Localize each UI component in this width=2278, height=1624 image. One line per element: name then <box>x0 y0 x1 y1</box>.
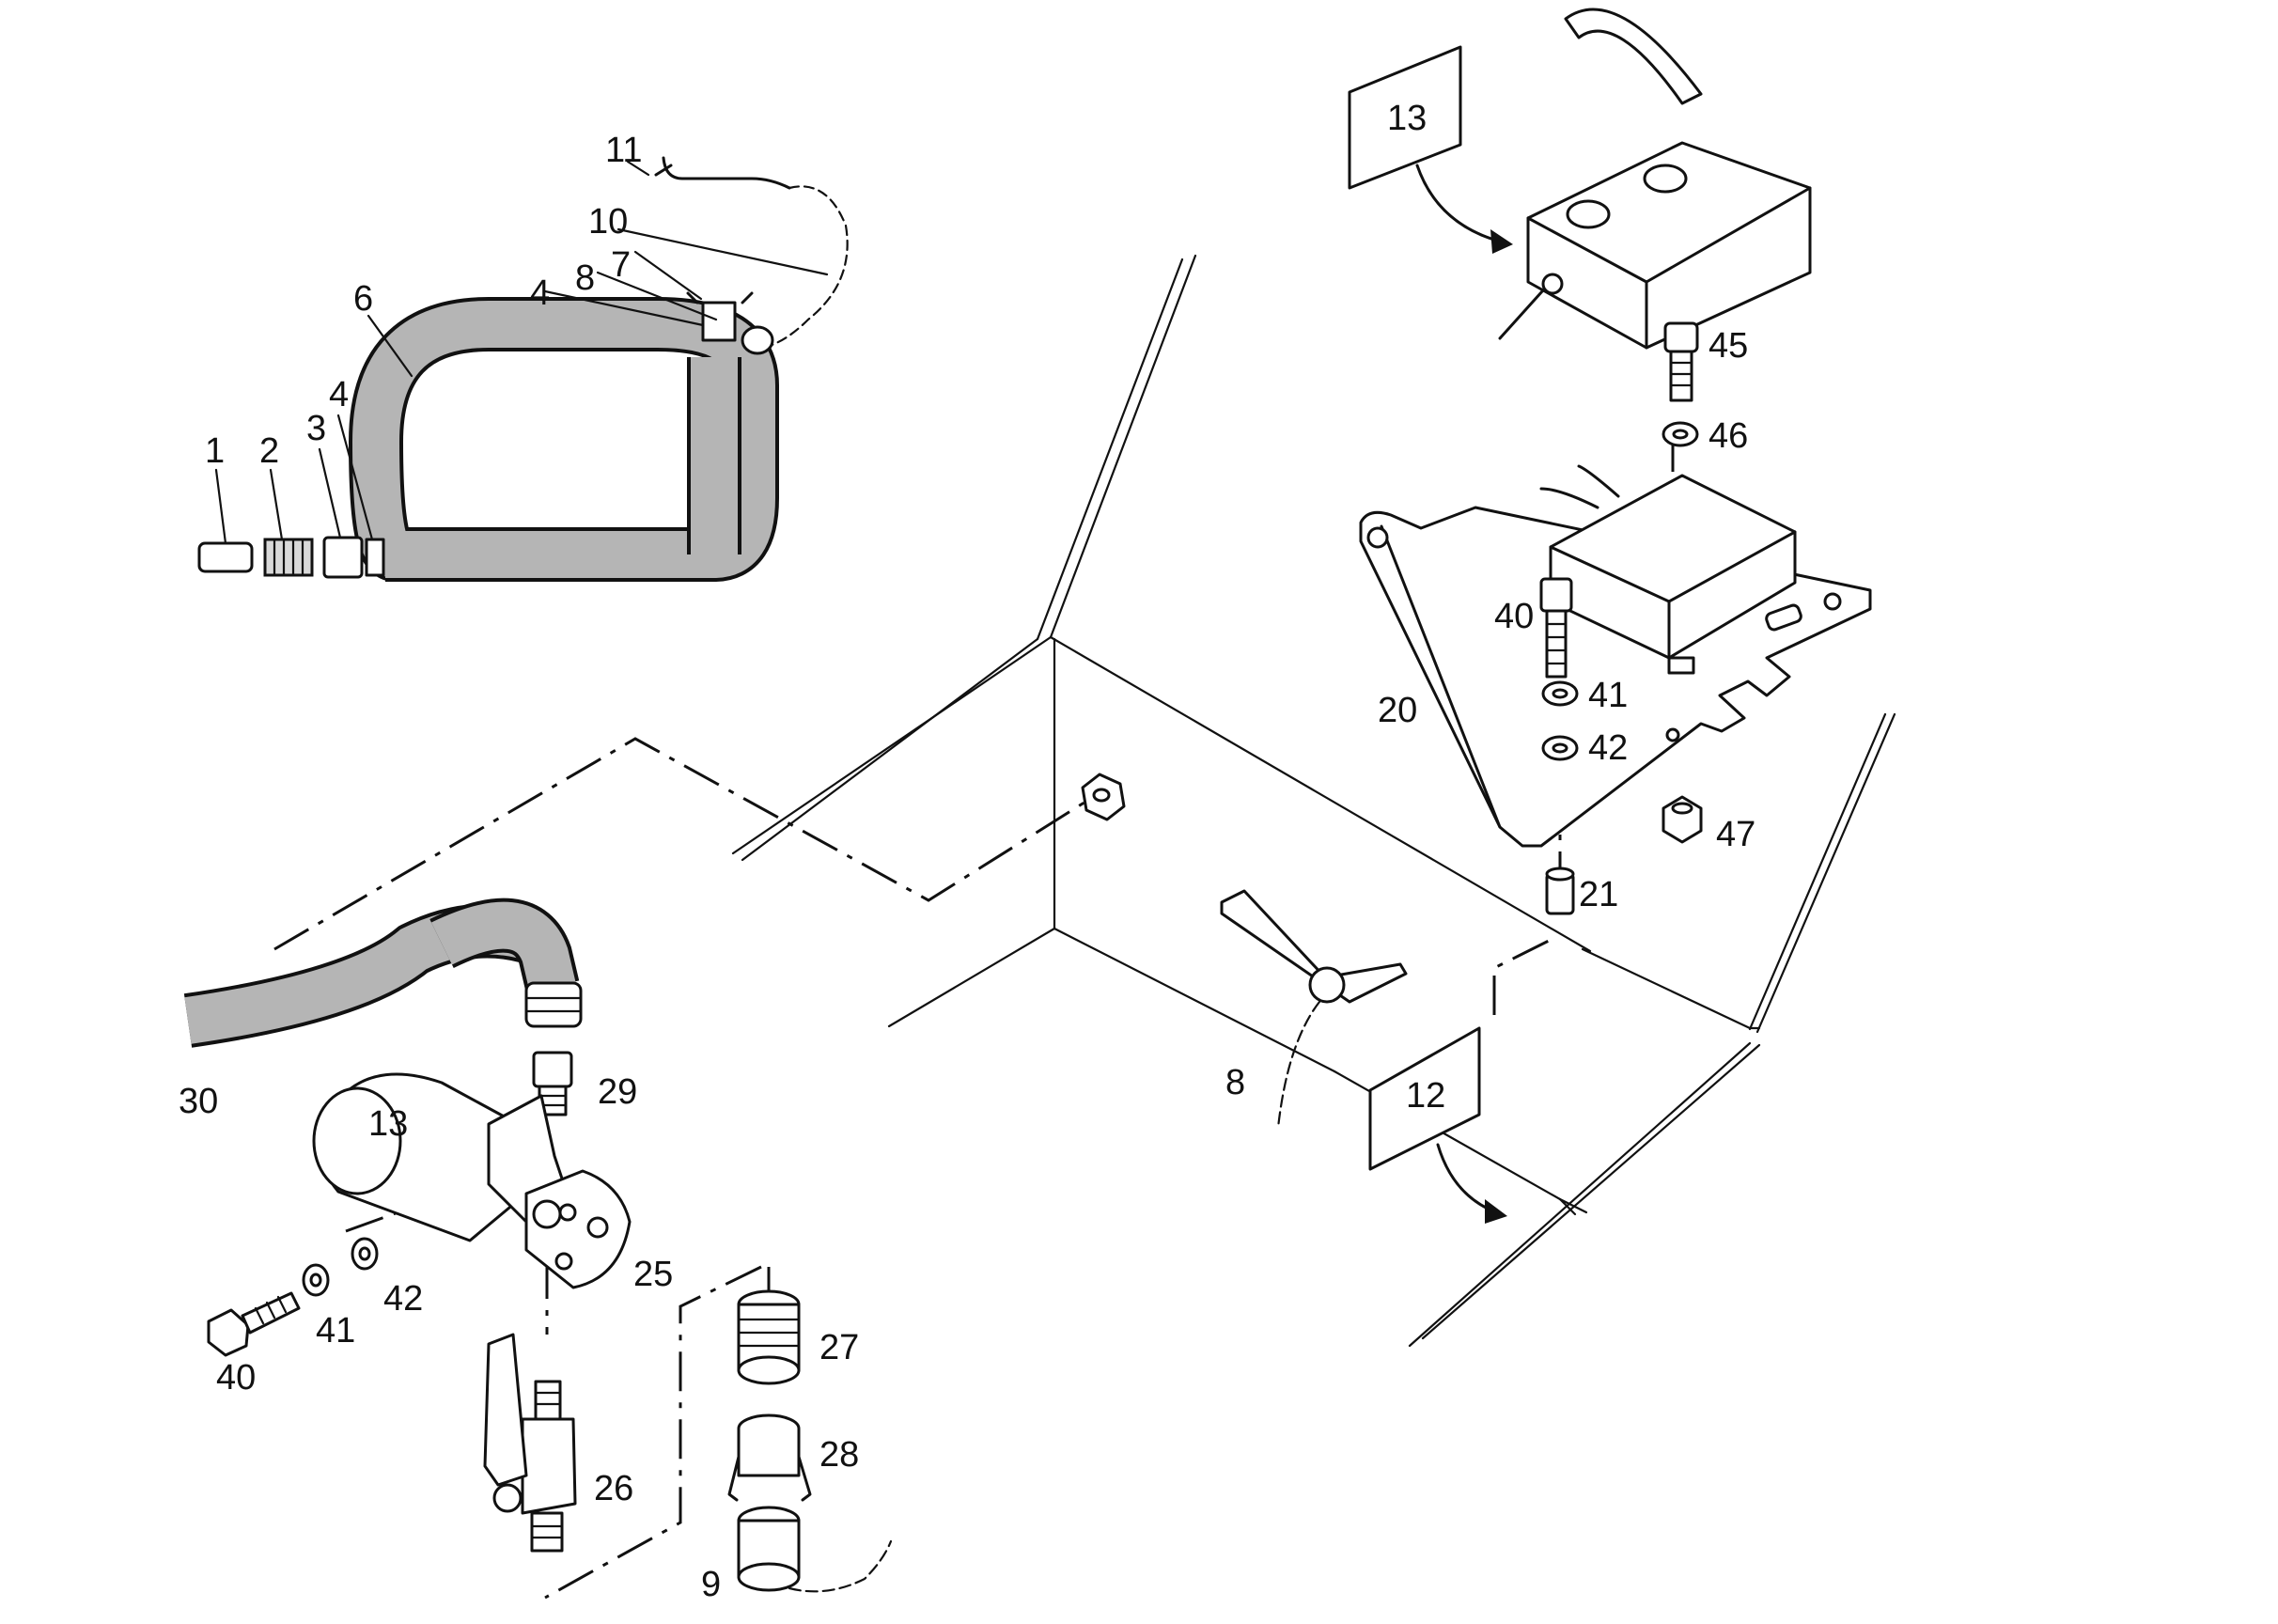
callout-41a: 41 <box>316 1311 355 1351</box>
callout-29: 29 <box>598 1072 637 1112</box>
callout-30: 30 <box>179 1082 218 1121</box>
reference-box-12: 12 <box>1368 1026 1507 1224</box>
callout-47: 47 <box>1716 815 1755 854</box>
callout-10: 10 <box>588 202 628 242</box>
callout-42a: 42 <box>383 1279 423 1319</box>
callout-8a: 8 <box>575 258 595 298</box>
electrical-box <box>1498 8 1812 350</box>
callout-25: 25 <box>633 1255 673 1294</box>
callout-40a: 40 <box>216 1358 256 1398</box>
callout-41b: 41 <box>1588 676 1628 715</box>
fitting-29 <box>532 1051 573 1116</box>
screw-45 <box>1663 321 1699 402</box>
callout-6: 6 <box>353 279 373 319</box>
cap-9 <box>737 1506 893 1593</box>
callout-1: 1 <box>205 431 225 471</box>
drain-pin-chain <box>1220 889 1408 1130</box>
callout-40b: 40 <box>1494 597 1534 636</box>
leader-lines <box>214 160 829 545</box>
callout-20: 20 <box>1378 691 1417 730</box>
callout-9: 9 <box>701 1565 721 1604</box>
callout-21: 21 <box>1579 875 1618 914</box>
callout-46: 46 <box>1708 416 1748 456</box>
ball-valve-26 <box>483 1333 577 1553</box>
tank-fitting-nut <box>1081 773 1126 821</box>
callout-4b: 4 <box>530 273 550 313</box>
reference-box-13-top: 13 <box>1348 45 1513 254</box>
callout-8b: 8 <box>1225 1063 1245 1102</box>
bolt-40-right <box>1539 577 1573 679</box>
motor-label: 13 <box>368 1104 408 1144</box>
coupling-28 <box>727 1413 812 1502</box>
fitting-27 <box>737 1289 801 1385</box>
callout-7: 7 <box>611 245 631 285</box>
nut-47 <box>1662 795 1703 844</box>
suction-hose-30 <box>183 898 583 1048</box>
callout-28: 28 <box>819 1435 859 1475</box>
callout-45: 45 <box>1708 326 1748 366</box>
callout-2: 2 <box>259 431 279 471</box>
box-13-label: 13 <box>1387 99 1427 138</box>
callout-27: 27 <box>819 1328 859 1367</box>
hose-assembly <box>197 156 849 582</box>
box-12-label: 12 <box>1406 1076 1445 1116</box>
bolt-40-left <box>207 1291 301 1357</box>
callout-11: 11 <box>605 131 642 170</box>
pump-motor-13: 13 <box>312 1072 632 1289</box>
callout-numbers: 1 2 3 4 6 4 8 7 10 11 45 46 40 41 42 20 … <box>179 131 1755 1604</box>
callout-26: 26 <box>594 1469 633 1508</box>
spacer-21 <box>1545 867 1575 915</box>
tank-outline <box>731 254 1896 1348</box>
callout-42b: 42 <box>1588 728 1628 768</box>
callout-4a: 4 <box>329 375 349 414</box>
callout-3: 3 <box>306 409 326 448</box>
